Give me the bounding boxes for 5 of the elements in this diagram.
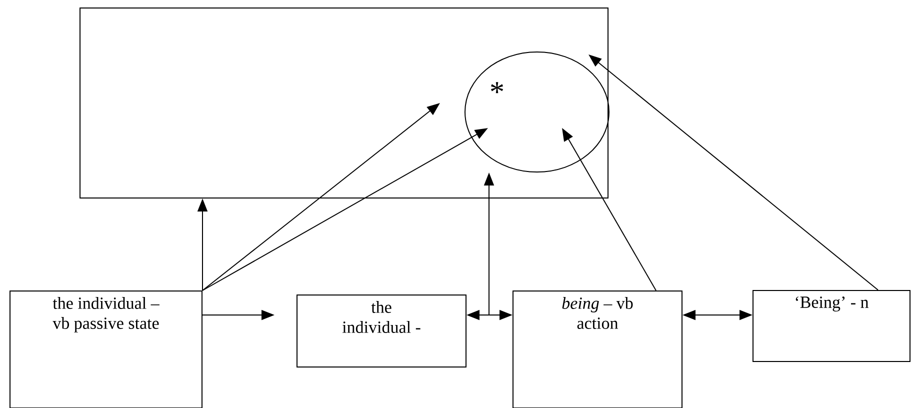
concept-box: the individual - (296, 294, 466, 368)
concept-box: being – vb action (512, 290, 682, 408)
concept-box: the individual – vb passive state (10, 290, 202, 408)
concept-box: ‘Being’ - n (752, 290, 910, 362)
frame-box (80, 8, 608, 198)
